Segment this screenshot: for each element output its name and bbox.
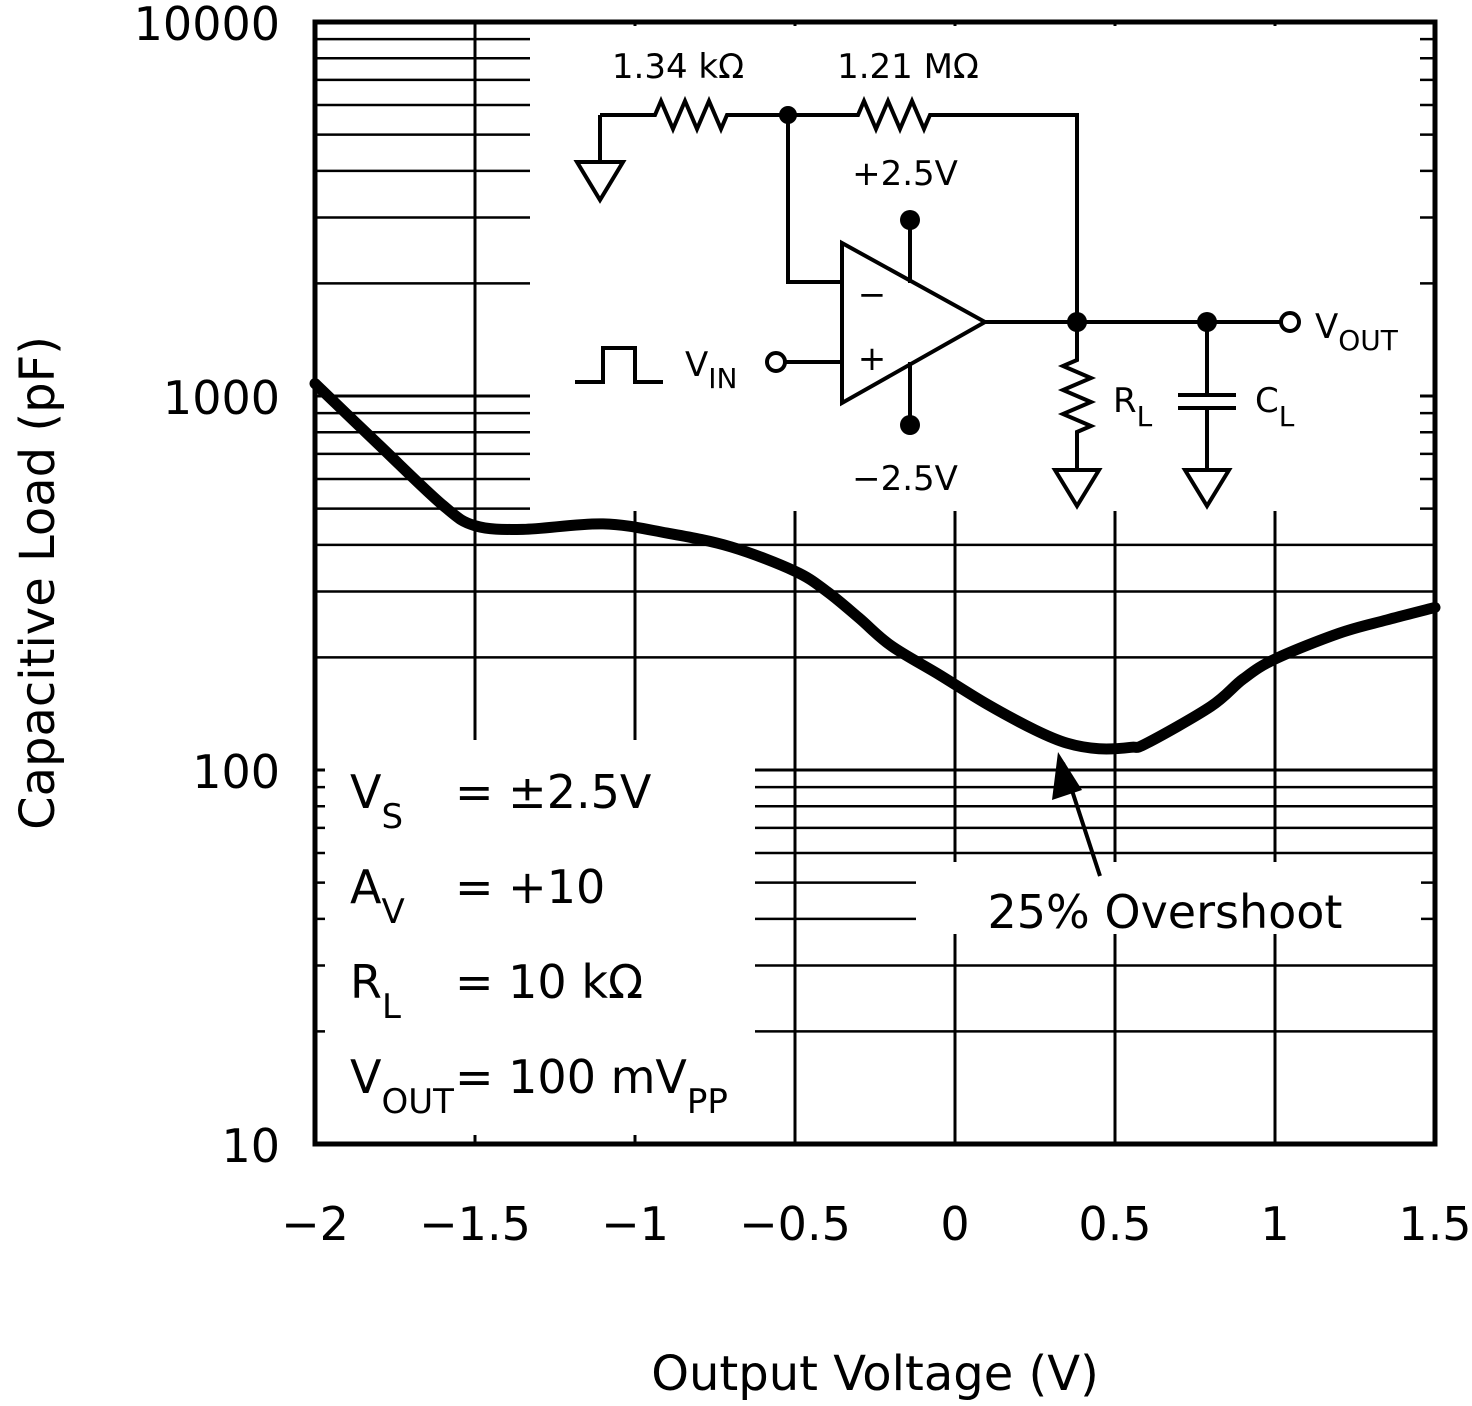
minus-label: − xyxy=(858,275,887,315)
y-tick-label: 1000 xyxy=(163,371,280,425)
x-axis-title: Output Voltage (V) xyxy=(651,1346,1099,1402)
pulse-symbol xyxy=(575,346,663,384)
rl-label: RL xyxy=(1113,381,1153,433)
y-axis-title: Capacitive Load (pF) xyxy=(10,336,66,830)
annotation-label: 25% Overshoot xyxy=(988,885,1343,939)
vout-terminal xyxy=(1279,311,1301,333)
op-amp xyxy=(840,239,990,407)
ground-symbol xyxy=(573,115,627,204)
y-tick-label: 10 xyxy=(221,1119,280,1173)
x-tick-label: 1 xyxy=(1260,1197,1289,1251)
vout-label: VOUT xyxy=(1315,307,1399,357)
x-tick-label: 1.5 xyxy=(1398,1197,1471,1251)
ground-symbol xyxy=(1051,468,1103,510)
x-tick-label: 0.5 xyxy=(1078,1197,1151,1251)
x-tick-label: −1 xyxy=(601,1197,669,1251)
x-tick-label: 0 xyxy=(940,1197,969,1251)
ground-symbol xyxy=(1181,468,1233,510)
condition-line: VS xyxy=(350,765,403,837)
x-tick-labels: −2 −1.5 −1 −0.5 0 0.5 1 1.5 xyxy=(281,1197,1471,1251)
condition-line: VOUT xyxy=(350,1050,454,1122)
resistor-rl xyxy=(1057,322,1097,470)
plus-label: + xyxy=(858,339,887,379)
annotation-arrow-head xyxy=(1052,752,1082,800)
cl-label: CL xyxy=(1255,381,1295,433)
vin-label: VIN xyxy=(685,345,737,395)
condition-value: = +10 xyxy=(455,860,605,914)
circuit-labels: 1.34 kΩ 1.21 MΩ +2.5V −2.5V − + VIN VOUT… xyxy=(612,47,1399,499)
vin-terminal xyxy=(765,351,787,373)
x-tick-label: −0.5 xyxy=(739,1197,851,1251)
resistor-r2 xyxy=(788,95,1079,322)
y-tick-label: 100 xyxy=(192,745,280,799)
y-tick-label: 10000 xyxy=(134,0,280,51)
resistor-r1 xyxy=(600,95,788,135)
curve-layer xyxy=(309,378,1441,755)
vneg-label: −2.5V xyxy=(852,459,958,499)
condition-line: RL xyxy=(350,955,401,1027)
vpos-label: +2.5V xyxy=(852,154,958,194)
condition-value: = 10 kΩ xyxy=(455,955,643,1009)
circuit-schematic xyxy=(530,26,1420,511)
condition-line: AV xyxy=(350,860,405,932)
condition-value: = ±2.5V xyxy=(455,765,652,819)
plot-frame xyxy=(312,19,1438,1147)
y-tick-labels: 10 100 1000 10000 xyxy=(134,0,280,1173)
x-tick-label: −1.5 xyxy=(419,1197,531,1251)
condition-value: = 100 mVPP xyxy=(455,1050,728,1122)
series-line-0 xyxy=(309,378,1441,755)
x-tick-label: −2 xyxy=(281,1197,349,1251)
capacitor-cl xyxy=(1178,322,1236,470)
r2-label: 1.21 MΩ xyxy=(837,47,979,87)
r1-label: 1.34 kΩ xyxy=(612,47,744,87)
